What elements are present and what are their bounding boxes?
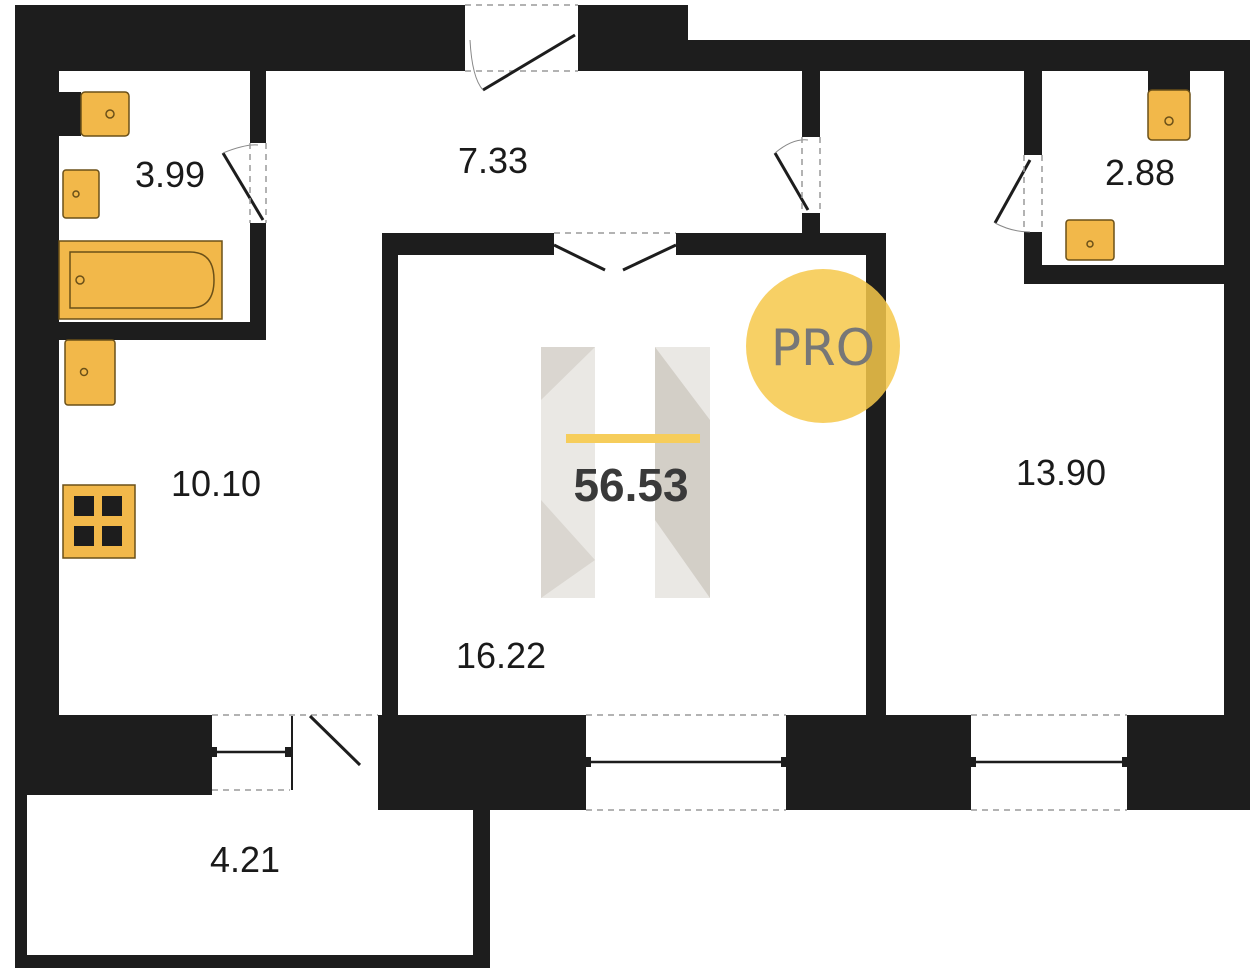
- pro-badge-label: PRO: [771, 319, 875, 377]
- balcony-door: [308, 714, 362, 767]
- walls: [15, 5, 1250, 968]
- watermark-logo: [541, 347, 710, 598]
- fixtures: [58, 89, 1191, 559]
- toilet-area: 2.88: [1105, 152, 1175, 193]
- doors: [221, 33, 1032, 790]
- pro-badge: PRO: [746, 269, 900, 423]
- bathtub-icon: [58, 240, 223, 320]
- windows: [211, 4, 1128, 811]
- living-door-left: [553, 243, 606, 272]
- entrance-door: [482, 33, 576, 92]
- toilet-icon: [59, 91, 130, 137]
- toilet-2-icon: [1147, 89, 1191, 141]
- kitchen-sink-icon: [64, 339, 116, 406]
- bathroom-door: [221, 152, 265, 221]
- living-room-area: 16.22: [456, 635, 546, 676]
- total-area: 56.53: [573, 459, 688, 511]
- living-door-right: [622, 243, 677, 272]
- room-labels: 3.99 7.33 2.88 10.10 16.22 13.90 4.21 56…: [135, 140, 1175, 880]
- kitchen-area: 10.10: [171, 463, 261, 504]
- bedroom-door: [773, 152, 810, 211]
- sink-icon: [62, 169, 100, 219]
- bedroom-area: 13.90: [1016, 452, 1106, 493]
- sink-2-icon: [1065, 219, 1115, 261]
- balcony-area: 4.21: [210, 839, 280, 880]
- hallway-area: 7.33: [458, 140, 528, 181]
- bathroom-area: 3.99: [135, 154, 205, 195]
- stove-icon: [62, 484, 136, 559]
